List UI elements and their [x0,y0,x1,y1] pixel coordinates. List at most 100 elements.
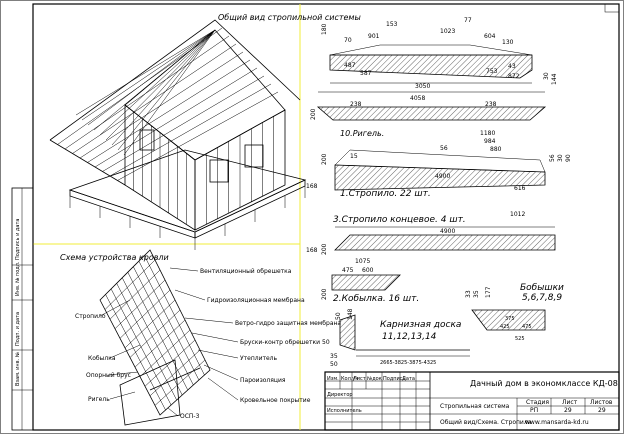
rt-dim-2: 153 [386,21,398,28]
rt-h0: 180 [321,23,328,35]
roof-label-rafter: Стропило [75,313,106,320]
tb-stage-h1: Лист [562,399,578,406]
bob-size-2: 475 [522,324,532,330]
tb-site: www.mansarda-kd.ru [525,419,589,426]
bob-dim-1: 35 [473,290,480,298]
roof-scheme-label: Схема устройства кровли [60,253,169,262]
tb-col-2: Лист [353,376,366,382]
roof-label-cover: Кровельное покрытие [240,397,311,404]
rafter-hr-1: 30 [557,154,564,162]
house-axonometry: Общий вид стропильной системы [49,13,361,250]
roof-label-vapor: Пароизоляция [240,377,286,384]
axonometry-label-line1: Общий вид стропильной системы [218,13,361,22]
side-label-1: Инв. № подл. [15,261,21,296]
rafter-dim-1: 984 [484,138,496,145]
eave-dim-1: 148 [347,308,354,320]
bob-caption: Бобышки [520,283,564,293]
kob-caption: 2.Кобылка. 16 шт. [333,294,419,304]
rt-dim-5: 604 [484,33,496,40]
tb-stage-v1: 29 [564,407,572,414]
bob-size-1: 425 [500,324,510,330]
rt-h1: 30 [543,72,550,80]
roof-label-support: Опорный брус [86,372,131,379]
eave-dim-4: 50 [330,361,338,368]
rt-dim-0: 70 [344,37,352,44]
tb-col-5: Дата [402,376,415,382]
tb-stage-h0: Стадия [526,399,549,406]
rafter-offset: 168 [306,183,318,190]
side-stamp: Подпись и дата Инв. № подл. Подп. и дата… [11,187,34,431]
roof-label-insul: Утеплитель [240,355,278,362]
end-rafter-caption: 3.Стропило концевое. 4 шт. [333,215,466,225]
rafter-dim-3: 15 [350,153,358,160]
tb-project: Дачный дом в экономклассе КД-08 [470,379,618,388]
rafter-dim-6: 4900 [435,173,450,180]
eave-caption: Карнизная доска [380,320,461,330]
rt-dim-3: 1023 [440,28,455,35]
part-rafter: 1180 984 880 15 616 56 4900 1012 200 56 … [306,130,572,218]
bob-dim-0: 33 [465,290,472,298]
rafter-dim-2: 880 [490,146,502,153]
eave-dim-2: 50 [322,339,330,346]
tb-drawing-title: Общий вид/Схема. Стропила [440,419,532,426]
rigel-end-1: 238 [485,101,497,108]
side-label-3: Взам. инв. № [15,351,21,386]
tb-stage-h2: Листов [590,399,613,406]
rt-h2: 144 [551,73,558,85]
bob-size-3: 525 [515,336,525,342]
tb-role-0: Директор [327,392,353,398]
rt-dimb-1: 587 [360,70,372,77]
rafter-h-left: 200 [321,153,328,165]
tb-col-0: Изм. [327,376,339,382]
rt-overall: 3050 [415,83,430,90]
end-rafter-height: 200 [321,243,328,255]
part-rigel: 4058 238 238 200 10.Ригель. [310,91,547,138]
rafter-dim-0: 1180 [480,130,495,137]
tb-col-3: №док [367,376,382,382]
part-rafter-top: 70 901 153 1023 77 604 130 487 587 753 4… [321,17,558,90]
rigel-caption: 10.Ригель. [340,129,384,138]
rafter-hr-0: 56 [549,154,556,162]
part-boboshki: Бобышки 5,6,7,8,9 33 35 177 375 425 475 … [465,283,564,342]
rafter-dim-7: 1012 [510,211,525,218]
part-kobylka: 1075 475 600 200 2.Кобылка. 16 шт. [321,258,419,304]
eave-dim-3: 35 [330,353,338,360]
kob-dim-0: 1075 [355,258,370,265]
roof-label-windhydro: Ветро-гидро защитная мембрана [235,320,341,327]
eave-dim-0: 50 [335,312,342,320]
tb-stage-v2: 29 [598,407,606,414]
bob-dim-2: 177 [485,286,492,298]
tb-sheet-name: Стропильная система [440,403,510,410]
roof-label-osp: ОСП-3 [180,413,200,420]
side-label-2: Подп. и дата [15,312,21,346]
rafter-caption: 1.Стропило. 22 шт. [340,189,431,199]
side-label-0: Подпись и дата [15,219,21,260]
kob-dim-2: 600 [362,267,374,274]
rt-dimb-2: 753 [486,68,498,75]
roof-label-vent: Вентиляционный обрешетка [200,268,292,275]
bob-numbers: 5,6,7,8,9 [522,293,562,303]
kob-height: 200 [321,288,328,300]
rt-dim-6: 130 [502,39,514,46]
roof-label-battens: Бруски-контр обрешетки [240,339,320,346]
kob-dim-1: 475 [342,267,354,274]
eave-numbers: 11,12,13,14 [382,332,437,342]
rt-dim-1: 901 [368,33,380,40]
eave-lengths: 2665-3825-3875-4325 [380,360,436,366]
roof-label-hydro: Гидроизоляционная мембрана [207,297,305,304]
rt-dimb-4: 872 [508,73,520,80]
rt-dimb-0: 487 [344,62,356,69]
rafter-dim-5: 56 [440,145,448,152]
bob-size-0: 375 [505,316,515,322]
end-rafter-overall: 4900 [440,228,455,235]
rafter-dim-4: 616 [514,185,526,192]
roof-label-kobylka: Кобылка [88,355,116,362]
tb-col-1: Кол.уч [341,376,358,382]
roof-scheme: Схема устройства кровли Стропило Кобылка… [60,249,341,426]
tb-col-4: Подпись [383,376,406,382]
rigel-overall: 4058 [410,95,425,102]
rigel-end-0: 238 [350,101,362,108]
part-eave-board: Карнизная доска 11,12,13,14 50 148 50 35… [322,308,470,368]
rt-dimb-3: 43 [508,63,516,70]
